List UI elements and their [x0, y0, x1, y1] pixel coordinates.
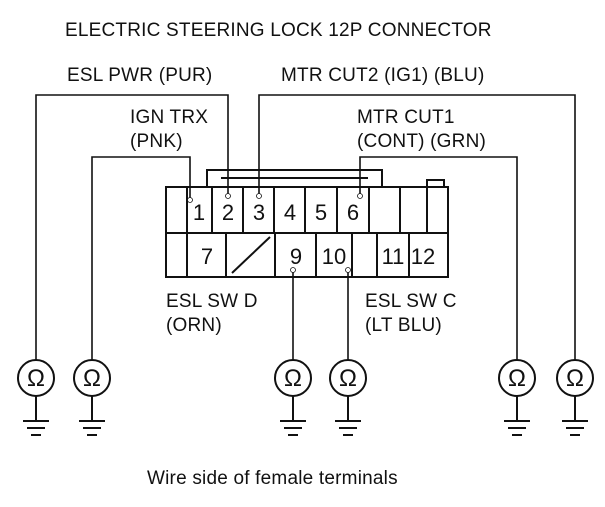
- label-esl-pwr: ESL PWR (PUR): [67, 65, 213, 86]
- pin-labels: 1 2 3 4 5 6 7 9 10 11 12: [193, 200, 435, 269]
- wire-ign-trx: [91, 156, 191, 360]
- ohm-symbol: Ω: [566, 365, 584, 392]
- ohmmeter: Ω: [73, 359, 111, 436]
- ohm-symbol: Ω: [284, 365, 302, 392]
- pin-label: 1: [193, 200, 205, 225]
- ground-icon: [280, 396, 306, 436]
- wire-esl-pwr: [35, 94, 229, 360]
- ohmmeter: Ω: [498, 359, 536, 436]
- ohm-symbol: Ω: [83, 365, 101, 392]
- pin-label: 5: [315, 200, 327, 225]
- ground-icon: [562, 396, 588, 436]
- connector-lock-tab: [426, 179, 445, 187]
- diagram-caption: Wire side of female terminals: [147, 468, 398, 489]
- pin-label: 10: [322, 244, 346, 269]
- pin-label: 2: [222, 200, 234, 225]
- pin-label: 6: [347, 200, 359, 225]
- label-mtr-cut1-line1: MTR CUT1: [357, 107, 455, 128]
- label-esl-sw-c-line2: (LT BLU): [365, 315, 442, 336]
- wire-mtr-cut1: [359, 156, 518, 360]
- label-mtr-cut2: MTR CUT2 (IG1) (BLU): [281, 65, 485, 86]
- label-esl-sw-d-line1: ESL SW D: [166, 291, 258, 312]
- ohm-symbol: Ω: [27, 365, 45, 392]
- pin-label: 4: [284, 200, 296, 225]
- label-esl-sw-d-line2: (ORN): [166, 315, 222, 336]
- diagram-title: ELECTRIC STEERING LOCK 12P CONNECTOR: [65, 20, 492, 41]
- pin-label: 11: [382, 244, 405, 269]
- ground-icon: [335, 396, 361, 436]
- pin-label: 7: [201, 244, 213, 269]
- ground-icon: [504, 396, 530, 436]
- connector-housing: [165, 169, 449, 278]
- ohmmeter: Ω: [556, 359, 594, 436]
- ground-icon: [79, 396, 105, 436]
- label-mtr-cut1-line2: (CONT) (GRN): [357, 131, 487, 152]
- pin-label: 3: [253, 200, 265, 225]
- label-ign-trx-line2: (PNK): [130, 131, 183, 152]
- ohmmeter: Ω: [274, 359, 312, 436]
- connector-latch: [206, 169, 383, 187]
- label-esl-sw-c-line1: ESL SW C: [365, 291, 457, 312]
- blank-cavity-slash: [231, 236, 271, 274]
- pin-label: 9: [290, 244, 302, 269]
- ohmmeter: Ω: [17, 359, 55, 436]
- test-wires: [35, 94, 576, 360]
- ohm-symbol: Ω: [339, 365, 357, 392]
- label-ign-trx-line1: IGN TRX: [130, 107, 209, 128]
- ohm-symbol: Ω: [508, 365, 526, 392]
- wire-mtr-cut2: [258, 94, 576, 360]
- ground-icon: [23, 396, 49, 436]
- probe-dots: [187, 193, 363, 273]
- pin-label: 12: [411, 244, 435, 269]
- ohmmeter: Ω: [329, 359, 367, 436]
